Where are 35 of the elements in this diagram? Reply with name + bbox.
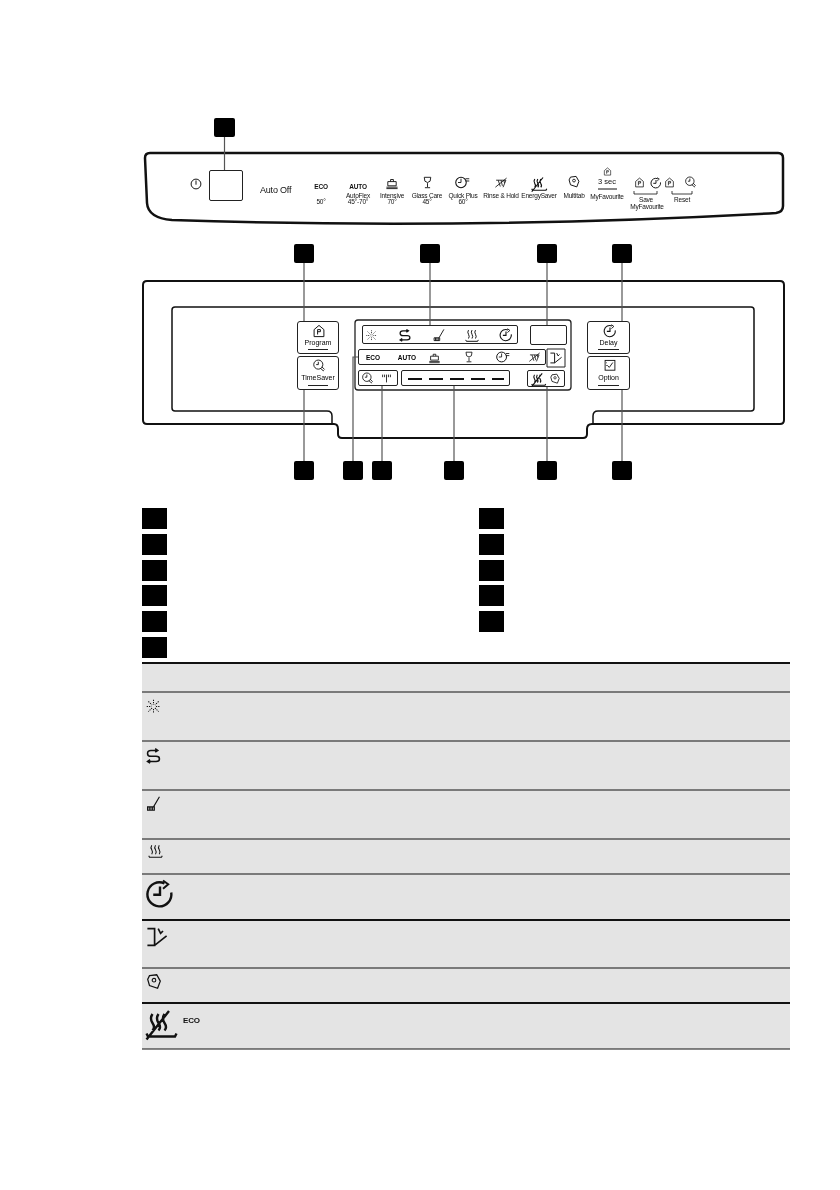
leader-line [223,136,226,171]
callout-marker [214,118,235,137]
panel-label: Auto Off [260,185,292,195]
leader-line [303,262,305,322]
numeric-display [401,370,510,386]
callout-marker [420,244,440,263]
leader-line [546,262,548,326]
callout-marker [372,461,392,480]
callout-marker [612,244,632,263]
callout-marker [537,461,557,480]
display-window [530,325,567,345]
callout-marker [343,461,363,480]
push-button [209,170,243,201]
leader-line [621,262,623,322]
indicator-strip [362,325,518,344]
leader-line [381,385,383,462]
leader-line [453,385,455,462]
option-indicator-strip [527,370,565,387]
control-button [587,321,630,354]
control-button [297,321,339,354]
program-indicator-strip [358,349,546,365]
control-button [297,356,339,390]
callout-marker [294,461,314,480]
callout-marker [537,244,557,263]
digit-display [358,370,398,386]
leader-line [429,262,431,326]
callout-marker [294,244,314,263]
control-button [587,356,630,390]
eco-mark: ECO [183,1017,200,1024]
leader-line [546,386,548,462]
leader-line [352,356,359,462]
leader-line [303,389,305,462]
callout-marker [444,461,464,480]
callout-marker [612,461,632,480]
leader-line [621,389,623,462]
